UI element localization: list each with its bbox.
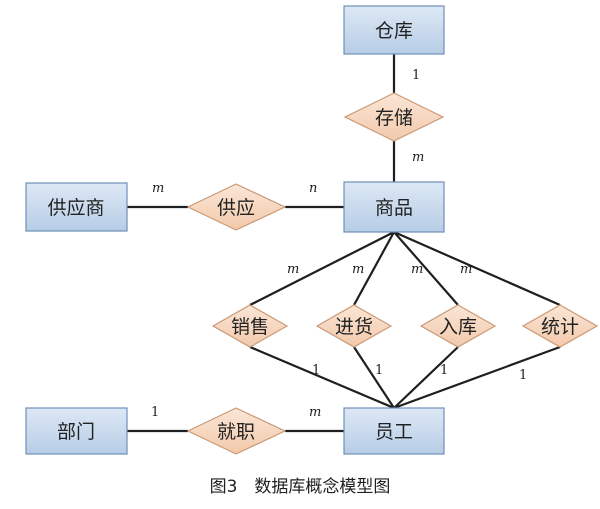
- relationship-statistics-label: 统计: [541, 316, 579, 338]
- entity-supplier: 供应商: [25, 182, 128, 232]
- connector-stock-in-employee: [393, 346, 459, 409]
- cardinality-purchase-employee: 1: [375, 363, 383, 378]
- figure-caption: 图3 数据库概念模型图: [210, 476, 391, 497]
- connector-statistics-employee: [393, 345, 561, 410]
- relationship-purchase-label: 进货: [335, 316, 373, 338]
- cardinality-employment-employee: m: [309, 405, 321, 420]
- entity-employee: 员工: [343, 407, 445, 455]
- cardinality-statistics-employee: 1: [519, 368, 527, 383]
- relationship-stock-in-label: 入库: [439, 316, 477, 338]
- connector-purchase-employee: [353, 346, 395, 409]
- relationship-stock-in: 入库: [419, 304, 497, 348]
- relationship-supply: 供应: [186, 183, 287, 231]
- relationship-sales-label: 销售: [231, 316, 269, 338]
- cardinality-department-employment: 1: [151, 405, 159, 420]
- relationship-employment: 就职: [186, 407, 287, 455]
- connector-product-purchase: [353, 231, 395, 306]
- connector-product-stock-in: [393, 231, 459, 306]
- relationship-employment-label: 就职: [217, 421, 255, 443]
- cardinality-supply-product: n: [309, 181, 317, 196]
- connectors: [127, 54, 561, 433]
- cardinality-supplier-supply: m: [152, 181, 164, 196]
- connector-product-sales: [249, 231, 395, 306]
- connector-sales-employee: [249, 345, 395, 410]
- relationship-purchase: 进货: [315, 304, 393, 348]
- connector-product-statistics: [393, 230, 561, 307]
- cardinality-product-purchase: m: [352, 262, 364, 277]
- entity-product: 商品: [343, 181, 445, 233]
- entity-supplier-label: 供应商: [47, 197, 104, 219]
- entity-warehouse-label: 仓库: [375, 20, 413, 42]
- cardinality-warehouse-storage: 1: [412, 68, 420, 83]
- entity-department: 部门: [25, 407, 128, 455]
- cardinality-stock-in-employee: 1: [440, 363, 448, 378]
- entity-employee-label: 员工: [375, 421, 413, 443]
- entity-warehouse: 仓库: [343, 5, 445, 55]
- cardinality-product-statistics: m: [460, 262, 472, 277]
- cardinality-sales-employee: 1: [312, 363, 320, 378]
- cardinality-product-stock-in: m: [411, 262, 423, 277]
- entity-product-label: 商品: [375, 197, 413, 219]
- relationship-sales: 销售: [211, 304, 289, 348]
- entity-department-label: 部门: [57, 421, 95, 443]
- cardinality-product-sales: m: [287, 262, 299, 277]
- relationship-storage: 存储: [343, 92, 445, 142]
- relationship-supply-label: 供应: [217, 197, 255, 219]
- cardinality-labels: 1 m m n m m m m 1 1 1 1 1 m: [151, 68, 527, 420]
- cardinality-storage-product: m: [412, 150, 424, 165]
- relationship-storage-label: 存储: [375, 107, 413, 129]
- relationship-statistics: 统计: [521, 304, 599, 348]
